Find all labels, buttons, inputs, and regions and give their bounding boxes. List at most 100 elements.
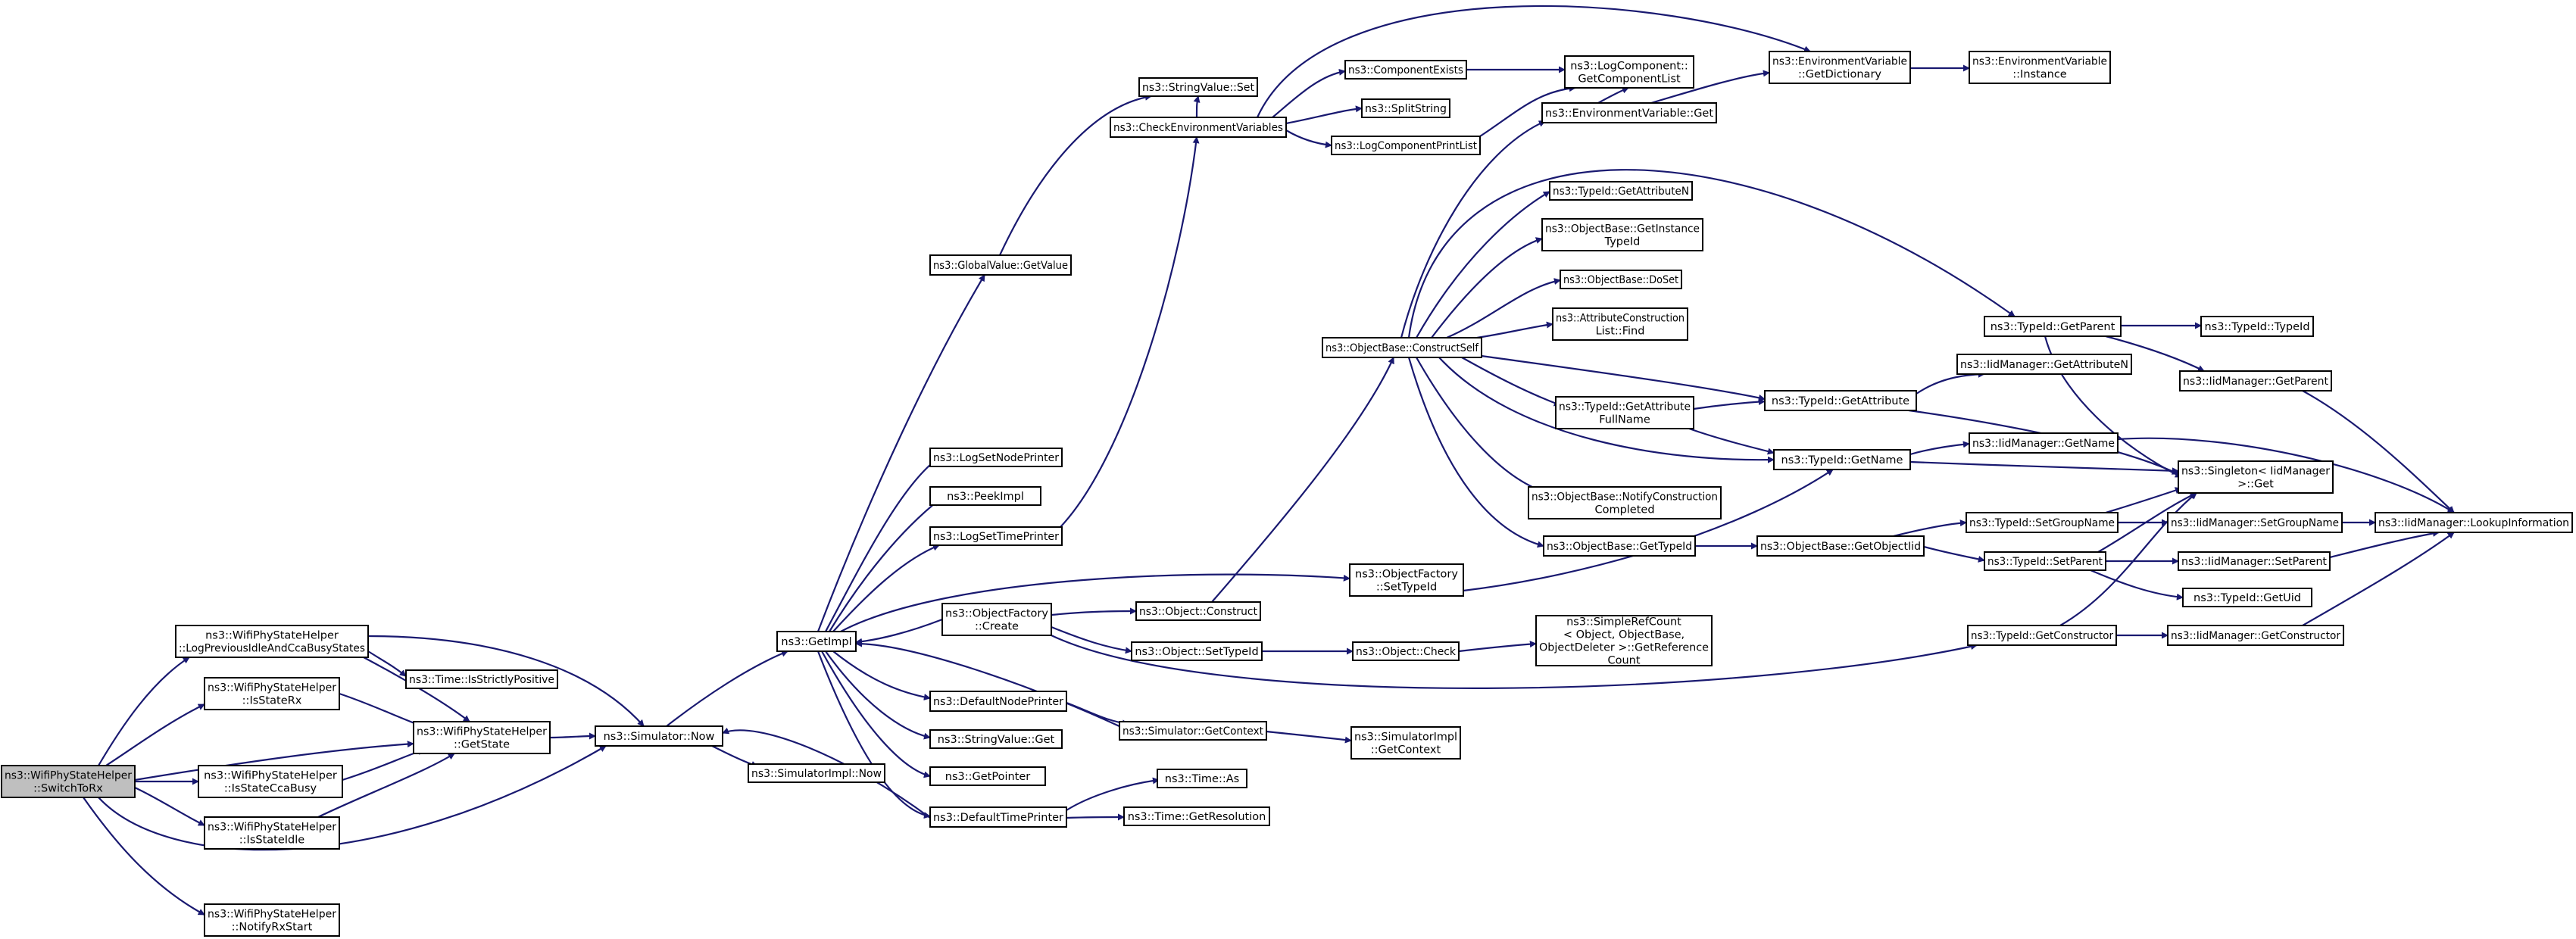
node-box	[929, 486, 1041, 506]
node-label: ns3::SimulatorImpl	[1354, 732, 1457, 744]
edge-objcheck-to-simplerefcount	[1458, 641, 1537, 653]
edge-objfactcreate-to-objconstruct	[1051, 607, 1137, 616]
node-box	[1541, 218, 1703, 251]
node-simimplnow[interactable]: ns3::SimulatorImpl::Now	[748, 763, 885, 783]
edge-constructself-to-tidgetattrn	[1416, 191, 1550, 338]
node-label: < Object, ObjectBase,	[1563, 629, 1685, 641]
node-label: ns3::GlobalValue::GetValue	[933, 260, 1068, 272]
node-label: ::IsStateIdle	[239, 834, 304, 847]
node-timeas[interactable]: ns3::Time::As	[1157, 769, 1247, 788]
edge-tidsetparent-to-tidgetuid	[2090, 569, 2184, 601]
node-tidgetattrn[interactable]: ns3::TypeId::GetAttributeN	[1549, 181, 1693, 201]
node-getimpl[interactable]: ns3::GetImpl	[776, 631, 857, 652]
node-label: TypeId	[1604, 236, 1641, 248]
node-compexists[interactable]: ns3::ComponentExists	[1344, 60, 1467, 80]
node-isrx[interactable]: ns3::WifiPhyStateHelper::IsStateRx	[204, 677, 340, 710]
node-tidgetattr[interactable]: ns3::TypeId::GetAttribute	[1764, 390, 1917, 411]
node-switch[interactable]: ns3::WifiPhyStateHelper::SwitchToRx	[1, 765, 136, 798]
node-iidgetctor[interactable]: ns3::IidManager::GetConstructor	[2167, 625, 2344, 646]
node-box	[1344, 60, 1467, 80]
node-objfactcreate[interactable]: ns3::ObjectFactory::Create	[941, 603, 1052, 636]
node-objconstruct[interactable]: ns3::Object::Construct	[1135, 601, 1261, 621]
edge-objfactcreate-to-tidgetctor	[1051, 635, 1978, 689]
node-label: ns3::IidManager::SetGroupName	[2171, 517, 2339, 529]
node-label: ::Instance	[2012, 69, 2067, 81]
node-getobjtid[interactable]: ns3::ObjectBase::GetObjectIid	[1756, 535, 1925, 557]
node-timepos[interactable]: ns3::Time::IsStrictlyPositive	[405, 669, 558, 689]
node-splitstring[interactable]: ns3::SplitString	[1361, 98, 1450, 118]
node-envgetdict[interactable]: ns3::EnvironmentVariable::GetDictionary	[1769, 51, 1911, 84]
node-logtimeprinter[interactable]: ns3::LogSetTimePrinter	[929, 526, 1063, 546]
node-simplerefcount[interactable]: ns3::SimpleRefCount< Object, ObjectBase,…	[1535, 615, 1713, 667]
node-constructself[interactable]: ns3::ObjectBase::ConstructSelf	[1322, 337, 1482, 358]
node-objsettypeid[interactable]: ns3::Object::SetTypeId	[1131, 641, 1263, 661]
node-label: ns3::WifiPhyStateHelper	[205, 630, 339, 642]
node-tidgetparent[interactable]: ns3::TypeId::GetParent	[1984, 316, 2122, 337]
node-doset[interactable]: ns3::ObjectBase::DoSet	[1560, 270, 1682, 289]
node-stringget[interactable]: ns3::StringValue::Get	[929, 729, 1063, 749]
node-stringset[interactable]: ns3::StringValue::Set	[1138, 77, 1258, 97]
node-notifyrx[interactable]: ns3::WifiPhyStateHelper::NotifyRxStart	[204, 903, 340, 937]
node-objcheck[interactable]: ns3::Object::Check	[1352, 641, 1460, 661]
node-box	[204, 903, 340, 937]
node-iidgetparent[interactable]: ns3::IidManager::GetParent	[2179, 370, 2332, 392]
node-label: ::IsStateRx	[242, 695, 302, 707]
node-iidsetparent[interactable]: ns3::IidManager::SetParent	[2178, 551, 2331, 571]
node-lognodeprinter[interactable]: ns3::LogSetNodePrinter	[929, 448, 1063, 467]
node-label: ns3::ObjectBase::DoSet	[1563, 274, 1678, 286]
node-iidsetgroup[interactable]: ns3::IidManager::SetGroupName	[2167, 512, 2343, 533]
node-iidgetname[interactable]: ns3::IidManager::GetName	[1969, 432, 2119, 454]
node-logcompget[interactable]: ns3::LogComponent::GetComponentList	[1564, 55, 1694, 89]
edge-getimpl-to-deftimeprinter	[817, 650, 931, 819]
node-tidtid[interactable]: ns3::TypeId::TypeId	[2200, 316, 2314, 337]
node-logcompprint[interactable]: ns3::LogComponentPrintList	[1331, 136, 1481, 155]
node-tidsetparent[interactable]: ns3::TypeId::SetParent	[1984, 551, 2106, 571]
node-iidgetattrn[interactable]: ns3::IidManager::GetAttributeN	[1956, 354, 2132, 375]
node-label: ns3::StringValue::Get	[938, 734, 1055, 746]
node-label: ns3::Object::SetTypeId	[1135, 646, 1258, 658]
node-label: ns3::GetImpl	[781, 636, 851, 648]
node-label: ns3::TypeId::TypeId	[2204, 321, 2309, 333]
node-globalget[interactable]: ns3::GlobalValue::GetValue	[929, 254, 1072, 276]
node-singleton[interactable]: ns3::Singleton< IidManager>::Get	[2178, 460, 2334, 494]
node-simgetcontext[interactable]: ns3::Simulator::GetContext	[1119, 721, 1267, 741]
node-tidgetname[interactable]: ns3::TypeId::GetName	[1773, 449, 1911, 470]
node-defnodeprinter[interactable]: ns3::DefaultNodePrinter	[929, 691, 1067, 712]
nodes-layer: ns3::WifiPhyStateHelper::SwitchToRxns3::…	[1, 51, 2573, 937]
node-deftimeprinter[interactable]: ns3::DefaultTimePrinter	[929, 806, 1067, 828]
node-box	[1138, 77, 1258, 97]
edge-simnow-to-simimplnow	[711, 745, 758, 768]
edge-logcompprint-to-logcompget	[1479, 85, 1576, 137]
edge-tidgetctor-to-singleton	[2059, 492, 2197, 626]
node-box	[929, 526, 1063, 546]
node-tidgetuid[interactable]: ns3::TypeId::GetUid	[2182, 588, 2312, 607]
node-envinstance[interactable]: ns3::EnvironmentVariable::Instance	[1969, 51, 2111, 84]
node-box	[1543, 535, 1696, 557]
node-label: ::Create	[975, 621, 1019, 633]
node-notifyconst[interactable]: ns3::ObjectBase::NotifyConstructionCompl…	[1528, 486, 1722, 519]
node-simimplgetctx[interactable]: ns3::SimulatorImpl::GetContext	[1350, 726, 1461, 760]
node-objfactsettid[interactable]: ns3::ObjectFactory::SetTypeId	[1349, 563, 1464, 597]
node-box	[198, 765, 343, 798]
node-timegetres[interactable]: ns3::Time::GetResolution	[1123, 806, 1270, 826]
node-box	[2375, 512, 2573, 533]
node-getstate[interactable]: ns3::WifiPhyStateHelper::GetState	[413, 721, 551, 754]
node-logprev[interactable]: ns3::WifiPhyStateHelper::LogPreviousIdle…	[175, 625, 369, 658]
node-tidsetgroup[interactable]: ns3::TypeId::SetGroupName	[1966, 512, 2119, 533]
edge-globalget-to-stringset	[999, 93, 1152, 256]
node-box	[748, 763, 885, 783]
node-tidgetctor[interactable]: ns3::TypeId::GetConstructor	[1967, 625, 2117, 646]
node-objbgettid[interactable]: ns3::ObjectBase::GetTypeId	[1543, 535, 1696, 557]
node-isidle[interactable]: ns3::WifiPhyStateHelper::IsStateIdle	[204, 816, 340, 850]
node-simnow[interactable]: ns3::Simulator::Now	[595, 725, 723, 747]
node-iidlookup[interactable]: ns3::IidManager::LookupInformation	[2375, 512, 2573, 533]
node-checkenv[interactable]: ns3::CheckEnvironmentVariables	[1110, 117, 1287, 138]
node-envget[interactable]: ns3::EnvironmentVariable::Get	[1541, 102, 1717, 123]
node-getpointer[interactable]: ns3::GetPointer	[929, 766, 1046, 786]
node-peekimpl[interactable]: ns3::PeekImpl	[929, 486, 1041, 506]
node-isccabusy[interactable]: ns3::WifiPhyStateHelper::IsStateCcaBusy	[198, 765, 343, 798]
node-label: ns3::WifiPhyStateHelper	[204, 770, 337, 782]
